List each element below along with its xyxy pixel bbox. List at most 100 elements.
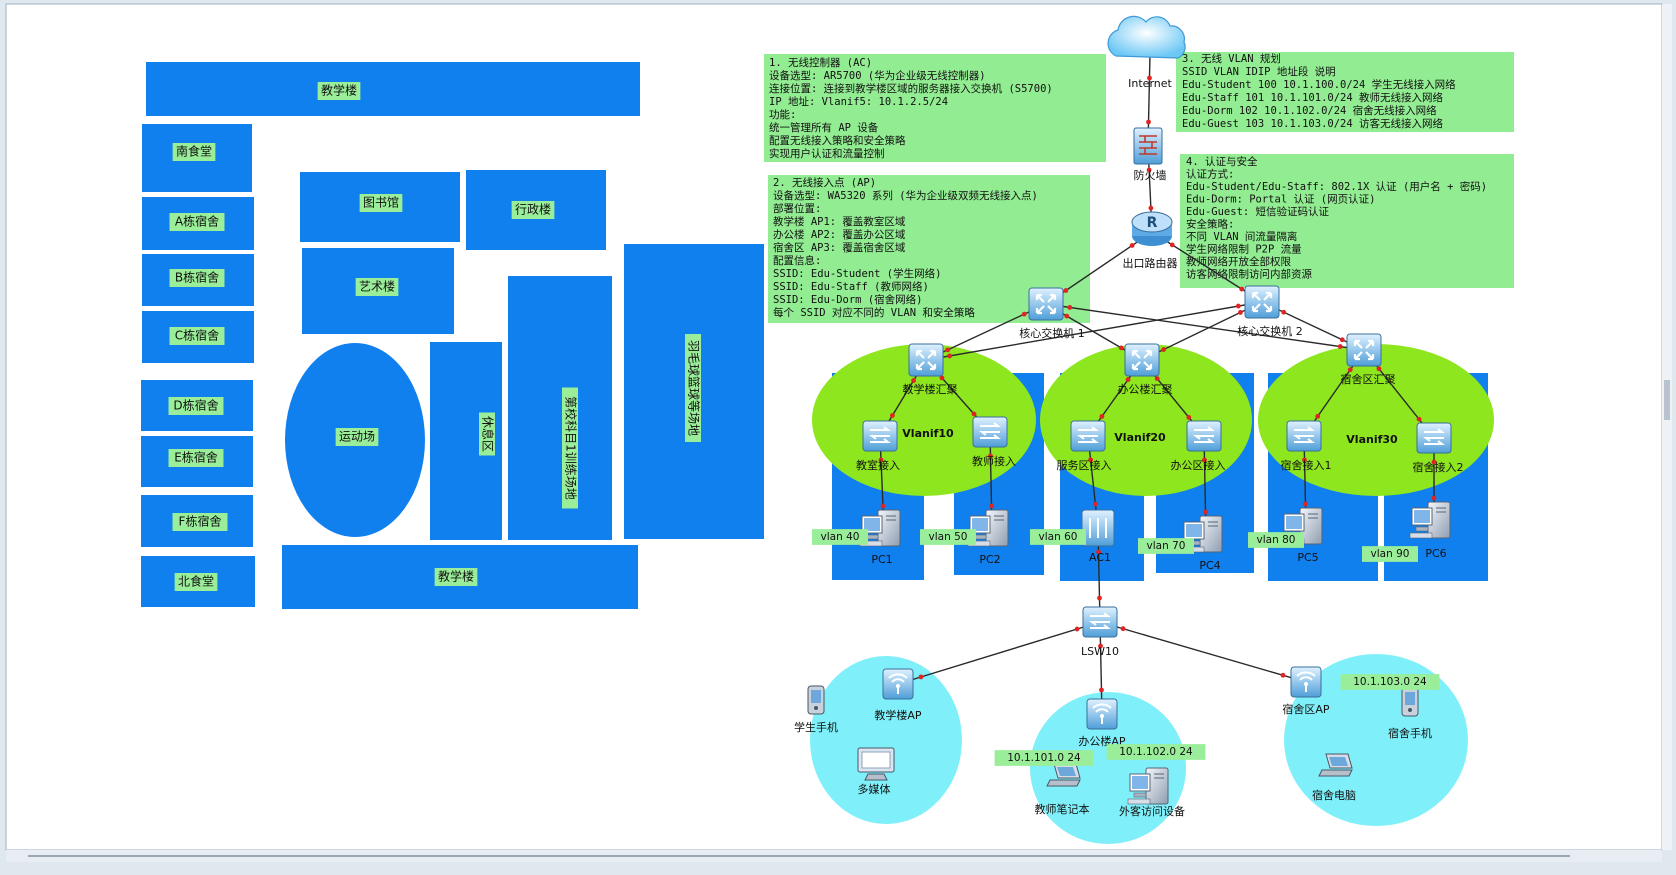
subnet-tag-3-text: 10.1.103.0 24: [1353, 676, 1427, 688]
label-internet: Internet: [1128, 77, 1172, 90]
note-auth-line: 教师网络开放全部权限: [1186, 255, 1291, 268]
port-marker: [1235, 303, 1241, 309]
svg-text:R: R: [1147, 215, 1158, 231]
port-marker: [1376, 366, 1382, 372]
campus-map: [141, 62, 764, 609]
access-dorm2-icon[interactable]: [1416, 422, 1452, 454]
firewall-icon[interactable]: [1133, 127, 1163, 165]
campus-label-8-text: 北食堂: [178, 574, 214, 589]
ap-teaching-icon[interactable]: [882, 668, 914, 700]
internet-cloud[interactable]: [1107, 15, 1186, 59]
label-pc2: PC2: [979, 553, 1000, 566]
port-marker: [1146, 167, 1152, 173]
campus-label-0: 教学楼: [317, 82, 361, 100]
port-marker: [1315, 413, 1321, 419]
campus-label-10-bg: [511, 201, 555, 219]
port-marker: [1125, 377, 1131, 382]
port-marker: [1431, 495, 1437, 501]
label-acc-service: 服务区接入: [1057, 459, 1112, 472]
port-marker: [1063, 288, 1069, 293]
core-switch-1-icon[interactable]: [1027, 286, 1065, 322]
campus-label-11-text: 艺术楼: [359, 279, 395, 294]
agg-teaching-icon[interactable]: [907, 342, 945, 378]
subnet-tag-3: 10.1.103.0 24: [1340, 674, 1440, 690]
ap-dorm-icon[interactable]: [1290, 666, 1322, 698]
building-teaching-top: [146, 62, 640, 116]
label-acc-class: 教室接入: [856, 458, 900, 472]
campus-label-9-bg: [359, 194, 403, 212]
note-ap-line: 设备选型: WA5320 系列 (华为企业级双频无线接入点): [773, 189, 1038, 202]
router-icon[interactable]: R: [1131, 211, 1173, 246]
port-marker: [1303, 501, 1308, 507]
campus-label-4-bg: [169, 327, 225, 345]
campus-label-16-text: 教学楼: [438, 569, 474, 584]
note-ap-line: 宿舍区 AP3: 覆盖宿舍区域: [773, 241, 906, 254]
port-marker: [1067, 305, 1073, 310]
label-acc-dorm1: 宿舍接入1: [1281, 458, 1332, 472]
vertical-scrollbar-thumb[interactable]: [1664, 380, 1670, 420]
agg-office-icon[interactable]: [1123, 342, 1161, 378]
note-ap-line: 办公楼 AP2: 覆盖办公区域: [773, 228, 906, 241]
subnet-tag-1: 10.1.101.0 24: [994, 750, 1094, 766]
port-marker: [1161, 347, 1167, 352]
subnet-tag-1-text: 10.1.101.0 24: [1007, 752, 1081, 764]
vlan-tag-3-bg: [1030, 529, 1086, 545]
note-auth-line: Edu-Dorm: Portal 认证 (网页认证): [1186, 193, 1375, 206]
label-phone-dorm: 宿舍手机: [1388, 726, 1432, 740]
port-marker: [1098, 643, 1103, 649]
campus-label-14: 第校科目1训练场地: [562, 387, 579, 509]
campus-label-9-text: 图书馆: [363, 195, 399, 210]
link-lsw-apd: [1099, 621, 1307, 683]
campus-label-7-bg: [172, 513, 228, 531]
campus-label-1: 南食堂: [172, 143, 216, 161]
vlan-tag-6: vlan 90: [1362, 546, 1418, 562]
port-marker: [1118, 345, 1124, 351]
label-ap-dorm: 宿舍区AP: [1282, 702, 1330, 716]
access-office-icon[interactable]: [1186, 420, 1222, 452]
core-switch-2-icon[interactable]: [1243, 284, 1281, 320]
campus-label-5-bg: [168, 397, 224, 415]
label-core2: 核心交换机 2: [1237, 324, 1303, 338]
campus-label-10: 行政楼: [511, 201, 555, 219]
campus-label-3-text: B栋宿舍: [175, 270, 219, 285]
campus-label-9: 图书馆: [359, 194, 403, 212]
vlan-tag-1-bg: [812, 529, 868, 545]
campus-label-16-bg: [434, 568, 478, 586]
note-auth-line: 不同 VLAN 间流量隔离: [1186, 230, 1297, 243]
agg-dorm-icon[interactable]: [1345, 332, 1383, 368]
campus-label-5-text: D栋宿舍: [173, 398, 218, 413]
port-marker: [1203, 509, 1208, 515]
link-c2-at: [925, 301, 1263, 361]
student-phone-icon[interactable]: [807, 685, 825, 715]
access-dorm1-icon[interactable]: [1286, 420, 1322, 452]
label-router: 出口路由器: [1123, 256, 1178, 270]
note-auth-line: 安全策略:: [1186, 218, 1234, 231]
dorm-phone-icon[interactable]: [1401, 687, 1419, 717]
port-marker: [880, 503, 886, 509]
vlan-tag-1-text: vlan 40: [821, 531, 860, 543]
campus-label-2-text: A栋宿舍: [175, 214, 219, 229]
port-marker: [1431, 459, 1437, 465]
port-marker: [1347, 367, 1353, 373]
port-marker: [1088, 457, 1093, 463]
label-pc1: PC1: [871, 553, 892, 566]
port-marker: [1096, 549, 1101, 555]
note-auth-line: Edu-Student/Edu-Staff: 802.1X 认证 (用户名 + …: [1186, 180, 1487, 193]
zone-office: [1040, 344, 1252, 496]
link-lsw-apt: [897, 621, 1101, 685]
port-marker: [1416, 416, 1422, 422]
ap-office-icon[interactable]: [1086, 698, 1118, 730]
access-service-icon[interactable]: [1070, 420, 1106, 452]
port-marker: [988, 453, 993, 459]
access-teacher-icon[interactable]: [972, 416, 1008, 448]
access-classroom-icon[interactable]: [862, 420, 898, 452]
vlan-tag-2: vlan 50: [920, 529, 976, 545]
vertical-scrollbar[interactable]: [1662, 4, 1672, 850]
lsw10-icon[interactable]: [1082, 606, 1118, 638]
label-agg-dorm: 宿舍区汇聚: [1341, 372, 1396, 386]
campus-label-6-bg: [168, 449, 224, 467]
ac1-icon[interactable]: [1081, 509, 1115, 547]
campus-label-4-text: C栋宿舍: [175, 328, 219, 343]
port-marker: [1154, 376, 1160, 381]
port-marker: [1202, 457, 1207, 463]
